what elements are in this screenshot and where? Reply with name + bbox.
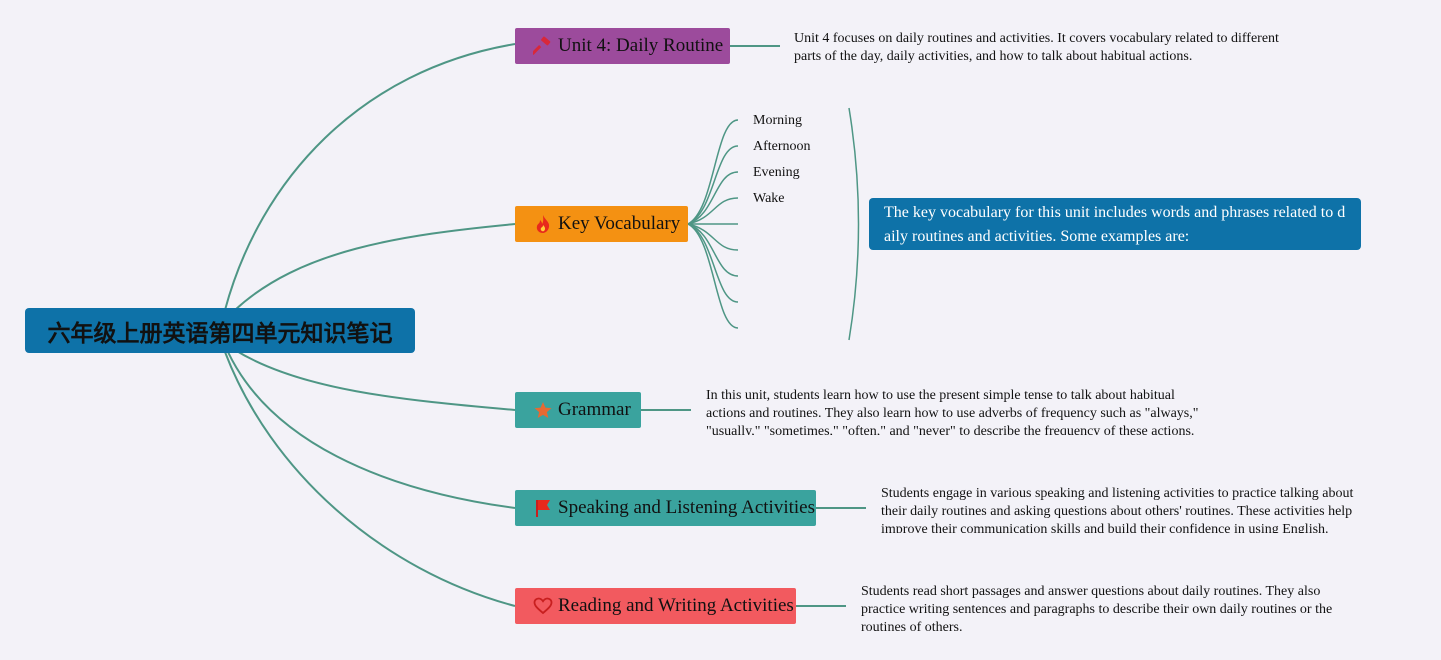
hammer-icon — [533, 36, 553, 56]
link-vocab — [234, 223, 516, 311]
heart-icon — [533, 596, 553, 616]
link-reading — [224, 351, 516, 607]
topic-label: Reading and Writing Activities — [558, 595, 794, 616]
vocab-word-afternoon: Afternoon — [753, 139, 811, 154]
note-grammar: In this unit, students learn how to use … — [706, 388, 1199, 435]
root-topic[interactable]: 六年级上册英语第四单元知识笔记 — [25, 308, 415, 353]
topic-label: Speaking and Listening Activities — [558, 497, 815, 518]
vocab-word-evening: Evening — [753, 165, 800, 180]
link-grammar — [234, 349, 516, 411]
note-reading: Students read short passages and answer … — [861, 584, 1333, 631]
root-title: 六年级上册英语第四单元知识笔记 — [47, 320, 393, 347]
fire-icon — [533, 214, 553, 234]
topic-label: Unit 4: Daily Routine — [558, 35, 724, 56]
topic-reading[interactable]: Reading and Writing Activities — [515, 588, 796, 624]
flag-icon — [533, 498, 553, 518]
vocab-word-wake: Wake — [753, 191, 785, 206]
link-speaking — [227, 351, 516, 509]
topic-vocab[interactable]: Key Vocabulary — [515, 206, 688, 242]
link-unit — [224, 43, 516, 311]
vocab-word-morning: Morning — [753, 113, 802, 128]
note-unit: Unit 4 focuses on daily routines and act… — [794, 31, 1279, 64]
topic-label: Key Vocabulary — [558, 213, 681, 234]
topic-grammar[interactable]: Grammar — [515, 392, 641, 428]
topic-speaking[interactable]: Speaking and Listening Activities — [515, 490, 816, 526]
callout-text: The key vocabulary for this unit include… — [884, 204, 1346, 245]
note-speaking: Students engage in various speaking and … — [881, 486, 1354, 533]
topic-label: Grammar — [558, 399, 631, 420]
topic-unit[interactable]: Unit 4: Daily Routine — [515, 28, 730, 64]
star-icon — [533, 400, 553, 420]
vocab-summary-callout[interactable]: The key vocabulary for this unit include… — [869, 198, 1361, 250]
